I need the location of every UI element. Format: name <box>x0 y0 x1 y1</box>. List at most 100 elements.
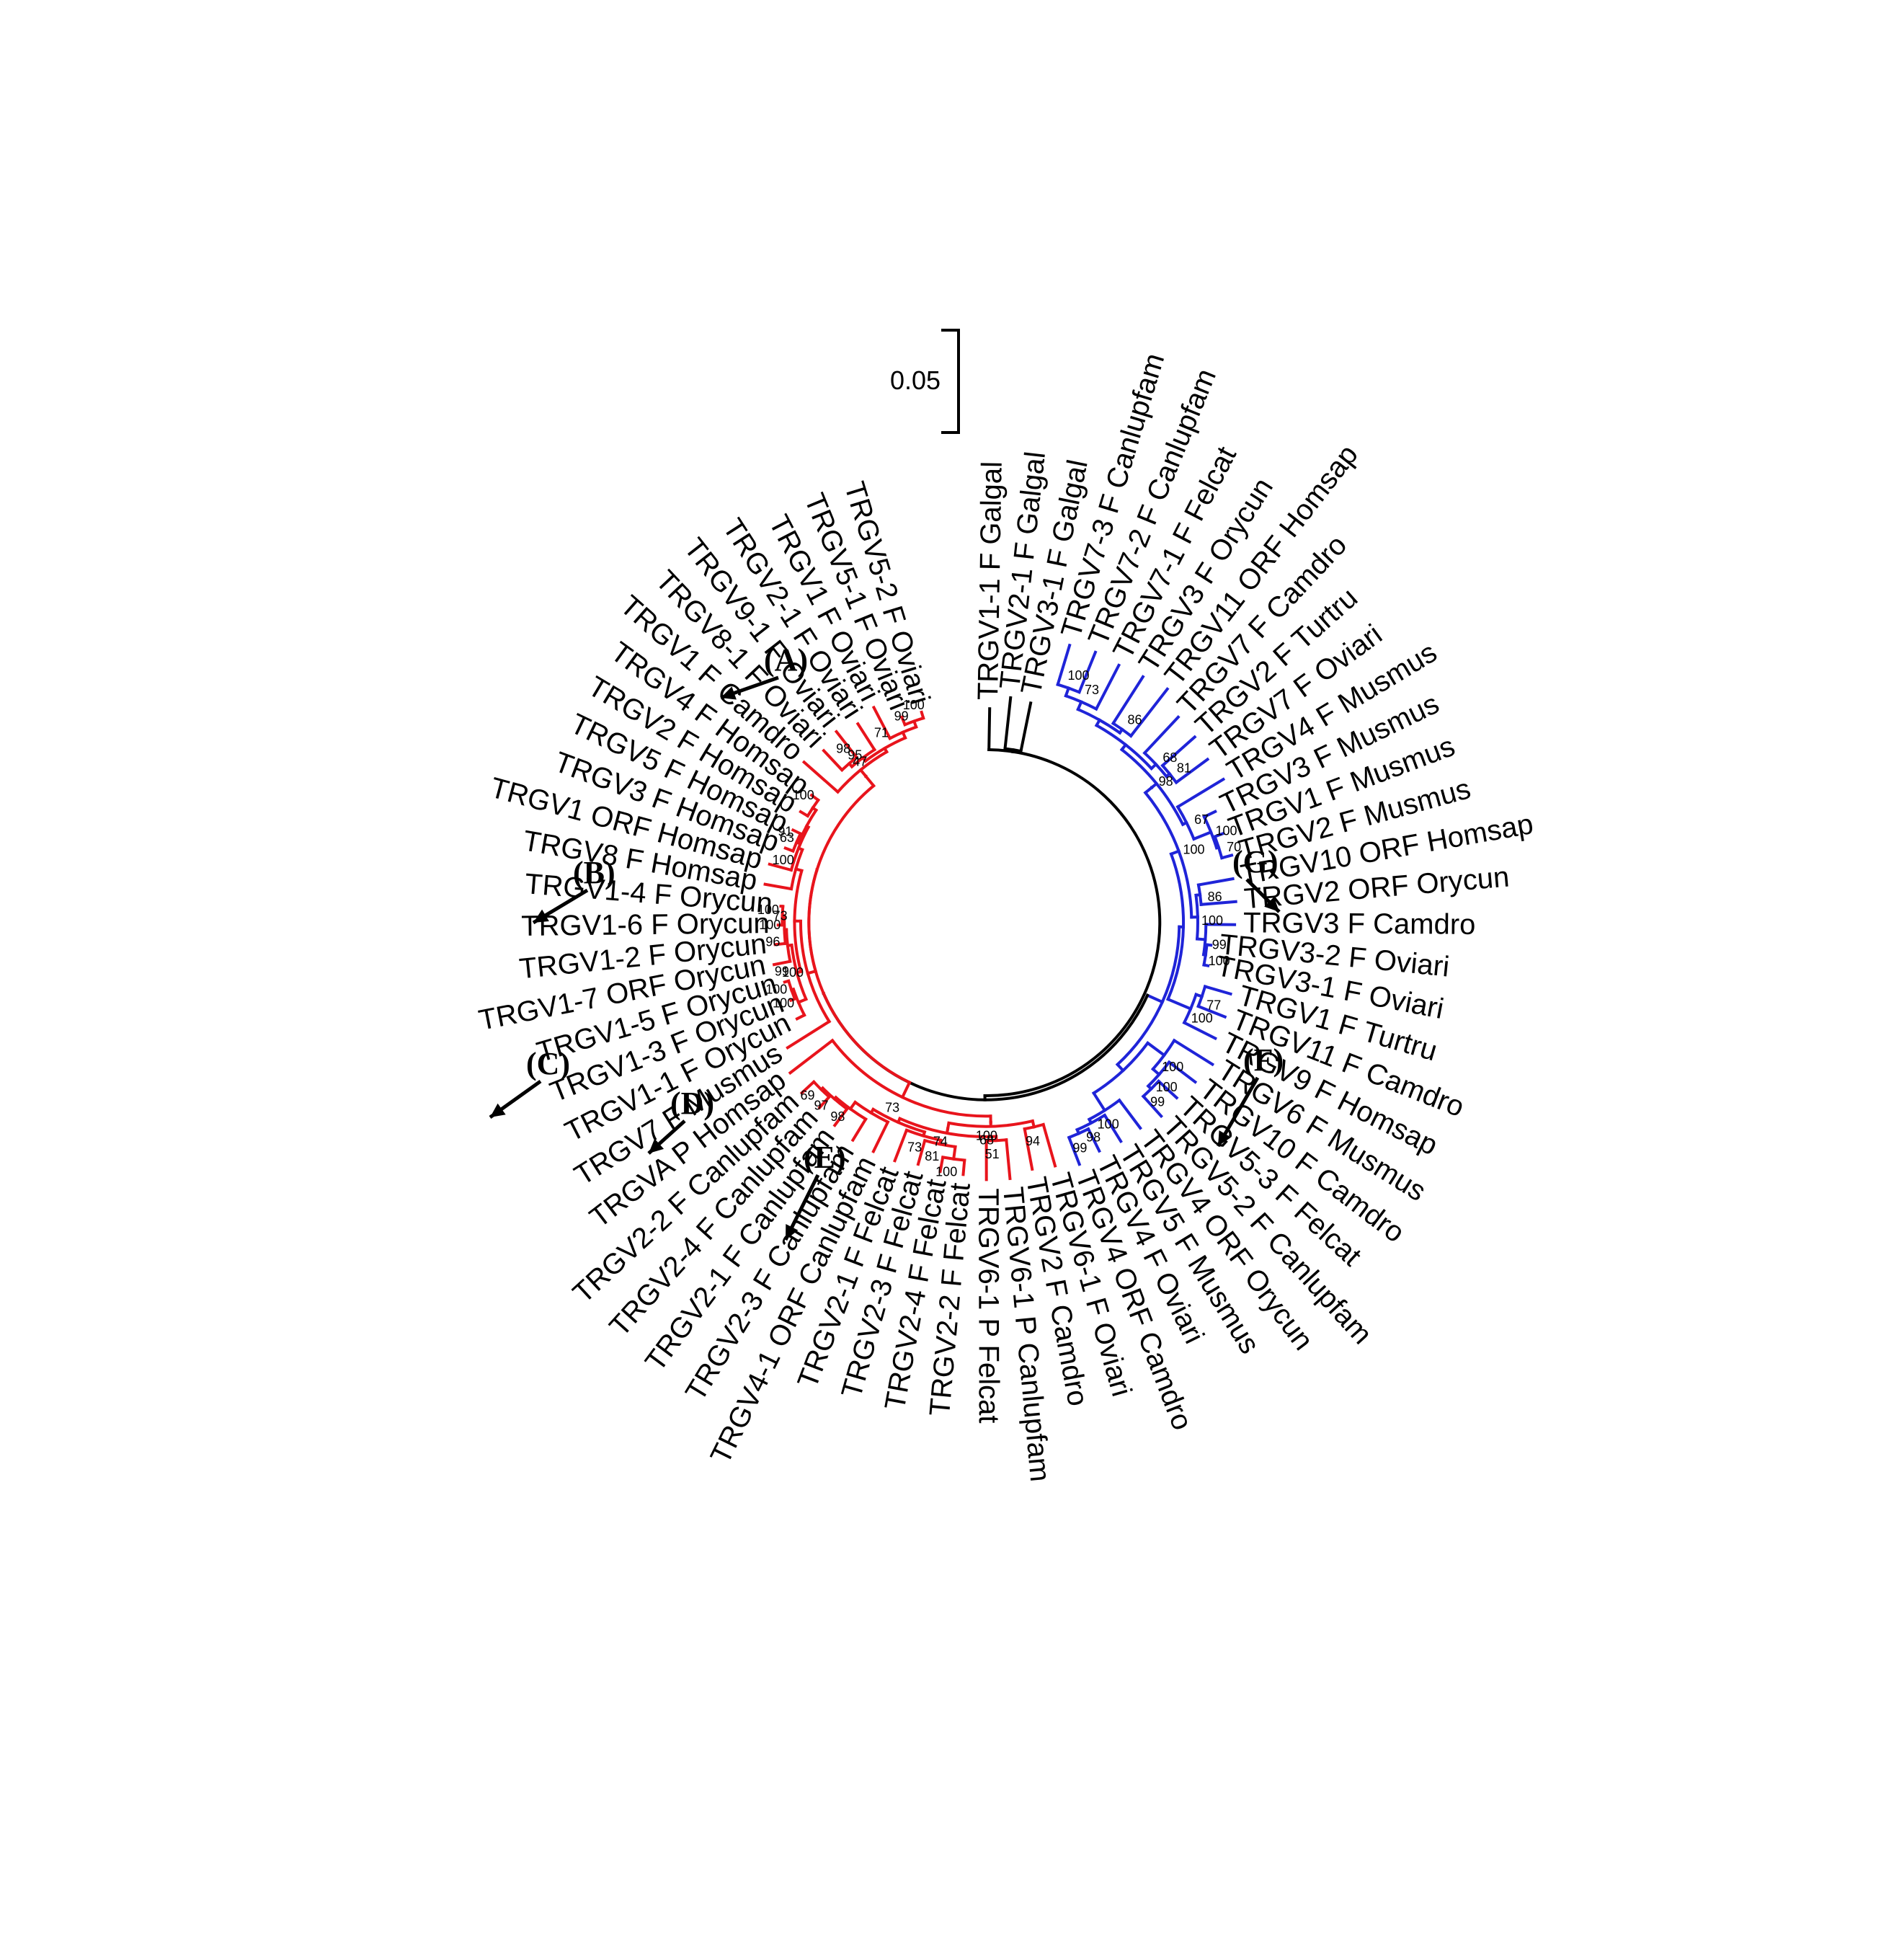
tree-node-arc <box>785 928 792 964</box>
tree-branch <box>799 1079 817 1096</box>
tree-branch <box>1175 777 1226 810</box>
clade-label: (G) <box>1232 844 1279 879</box>
tree-branch <box>763 882 793 891</box>
bootstrap-value: 86 <box>1208 890 1222 904</box>
clade-arrow-head <box>721 686 737 700</box>
tree-branch <box>822 748 845 773</box>
tree-node-arc <box>820 1086 849 1112</box>
bootstrap-value: 100 <box>1162 1060 1183 1074</box>
tree-branch <box>1056 643 1072 687</box>
tree-branch <box>1202 810 1217 819</box>
bootstrap-value: 73 <box>885 1100 899 1114</box>
bootstrap-value: 98 <box>830 1109 845 1124</box>
bootstrap-value: 100 <box>1215 824 1237 838</box>
tree-branch <box>900 1080 912 1099</box>
bootstrap-value: 100 <box>976 1129 997 1143</box>
tree-node-arc <box>1023 1122 1046 1131</box>
bootstrap-value: 100 <box>759 918 781 932</box>
clade-label: (B) <box>573 855 615 890</box>
tree-branch <box>1165 997 1193 1011</box>
tree-node-arc <box>835 750 889 794</box>
bootstrap-value: 86 <box>1127 713 1142 727</box>
tree-node-arc <box>902 716 925 727</box>
tree-branch <box>850 1117 868 1143</box>
bootstrap-value: 100 <box>1156 1080 1178 1094</box>
tree-node-arc <box>822 991 1150 1101</box>
tree-branch <box>786 1019 832 1050</box>
clade-arrow-head <box>1264 897 1279 912</box>
tree-node-arc <box>1056 683 1082 694</box>
clade-label: (C) <box>526 1046 570 1081</box>
tree-node-arc <box>1091 1041 1150 1096</box>
clade-arrow-head <box>1218 1130 1232 1146</box>
tree-branch <box>1041 1122 1057 1168</box>
clade-label: (E) <box>804 1140 846 1175</box>
bootstrap-value: 96 <box>765 935 780 949</box>
bootstrap-value: 100 <box>935 1164 957 1179</box>
tree-branch <box>1174 757 1210 785</box>
tree-branch <box>1003 696 1013 750</box>
tree-node-arc <box>1182 993 1199 1025</box>
bootstrap-value: 100 <box>1201 913 1223 928</box>
tree-branch <box>1145 1041 1167 1057</box>
bootstrap-value: 99 <box>894 709 909 724</box>
tree-branch <box>1117 1098 1143 1130</box>
tree-branch <box>1203 985 1232 996</box>
tree-branch <box>863 774 876 788</box>
tree-branch <box>1167 1060 1198 1084</box>
leaf-label: TRGV1-1 F Galgal <box>972 461 1008 701</box>
tree-node-arc <box>807 784 876 973</box>
tree-node-arc <box>1202 815 1219 850</box>
bootstrap-value: 73 <box>907 1140 922 1155</box>
bootstrap-value: 95 <box>848 748 862 763</box>
tree-branch <box>871 705 892 740</box>
tree-node-arc <box>833 1095 868 1122</box>
bootstrap-value: 99 <box>1150 1095 1165 1109</box>
bootstrap-value: 100 <box>793 788 814 802</box>
tree-node-arc <box>793 869 804 974</box>
bootstrap-value: 100 <box>757 903 779 917</box>
tree-node-arc <box>796 808 819 846</box>
clade-label: (F) <box>1243 1042 1284 1078</box>
tree-node-arc <box>789 848 804 891</box>
tree-node-arc <box>853 1100 890 1125</box>
bootstrap-value: 68 <box>1162 750 1177 765</box>
tree-branch <box>871 1119 890 1153</box>
tree-branch <box>893 1128 909 1163</box>
bootstrap-value: 63 <box>780 830 794 845</box>
tree-node-arc <box>805 798 821 818</box>
tree-node-arc <box>783 914 787 946</box>
bootstrap-value: 70 <box>1227 840 1241 854</box>
bootstrap-value: 81 <box>925 1149 939 1163</box>
tree-node-arc <box>922 1138 957 1149</box>
tree-node-arc <box>830 1038 992 1118</box>
bootstrap-value: 73 <box>1085 683 1099 697</box>
tree-node-arc <box>1115 925 1181 1067</box>
tree-node-arc <box>790 943 809 1001</box>
tree-branch <box>832 1107 849 1127</box>
bootstrap-value: 97 <box>814 1099 828 1113</box>
bootstrap-value: 69 <box>800 1088 814 1102</box>
bootstrap-value: 99 <box>1072 1140 1087 1155</box>
tree-branch <box>1145 993 1165 1004</box>
tree-branch <box>1199 900 1237 906</box>
tree-node-arc <box>871 1107 927 1134</box>
tree-branch <box>768 862 793 872</box>
bootstrap-value: 100 <box>1209 954 1230 968</box>
tree-node-arc <box>789 825 811 872</box>
tree-node-arc <box>1202 943 1209 967</box>
tree-node-arc <box>941 1156 966 1162</box>
bootstrap-value: 99 <box>775 964 789 978</box>
bootstrap-value: 98 <box>1086 1130 1101 1144</box>
bootstrap-value: 99 <box>1212 937 1227 952</box>
tree-branch <box>1196 877 1235 887</box>
bootstrap-value: 51 <box>985 1147 1000 1161</box>
leaf-label: TRGV3 F Camdro <box>1243 907 1476 941</box>
tree-node-arc <box>1119 748 1185 827</box>
tree-node-arc <box>1064 693 1098 711</box>
tree-branch <box>1142 714 1181 755</box>
clade-label: (D) <box>670 1086 714 1121</box>
tree-branch <box>1019 701 1033 753</box>
tree-branch <box>1219 853 1234 860</box>
tree-branch <box>801 760 840 794</box>
